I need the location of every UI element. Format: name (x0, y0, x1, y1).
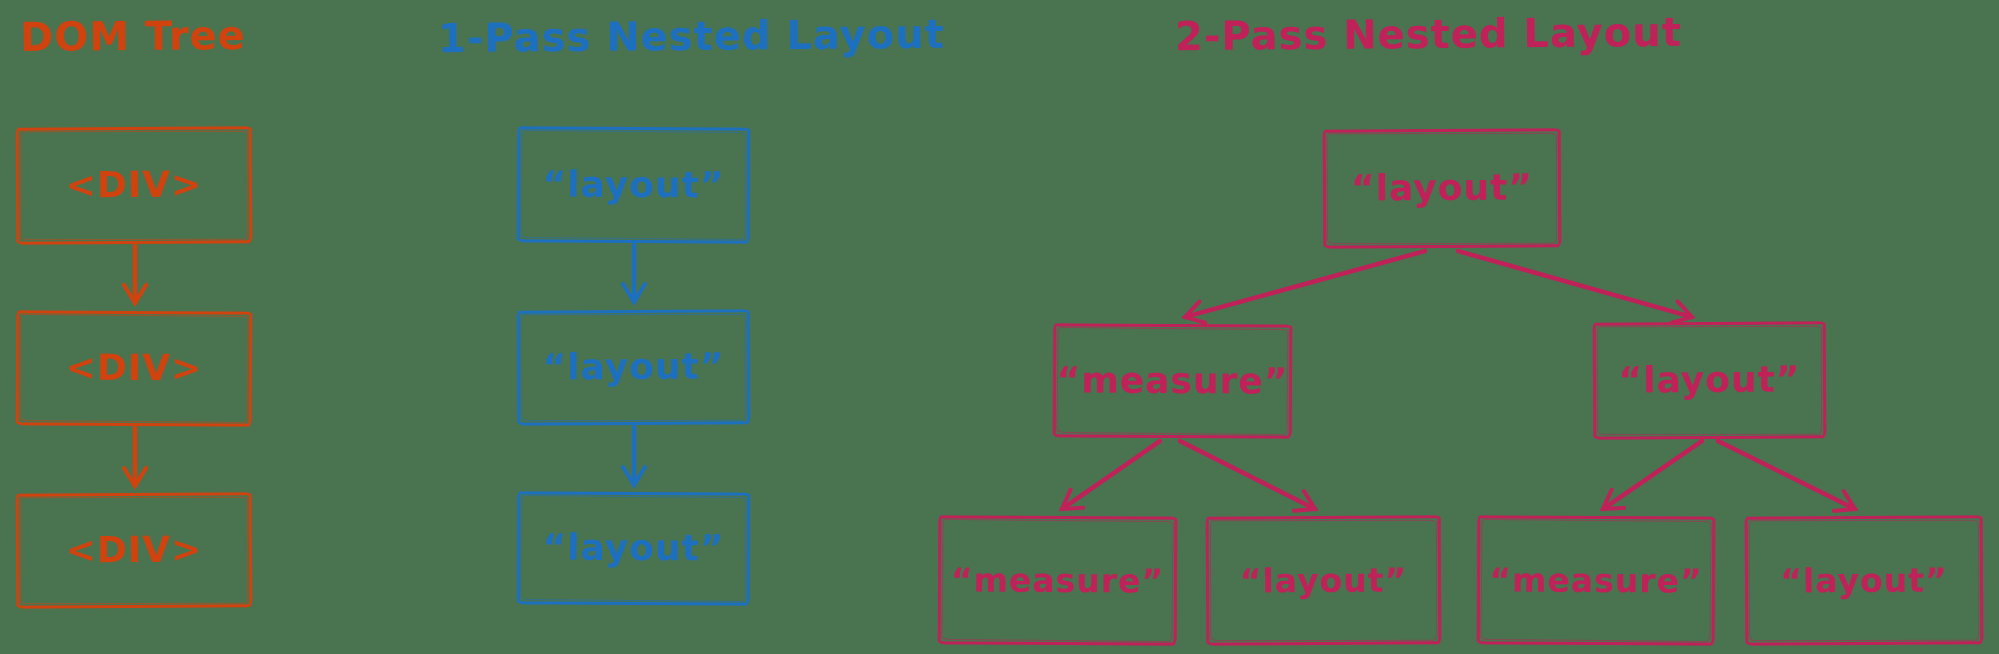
arrow-measure-to-leaf1 (1058, 438, 1163, 512)
section-title-two-pass: 2-Pass Nested Layout (1174, 9, 1683, 61)
twopass-mid-measure-label: “measure” (1056, 359, 1289, 403)
onepass-node-3-label: “layout” (542, 527, 725, 570)
dom-node-3: <DIV> (15, 492, 253, 609)
twopass-leaf-measure-2: “measure” (1476, 515, 1716, 646)
arrow-root-to-measure (1181, 248, 1428, 325)
onepass-node-1: “layout” (516, 126, 751, 244)
arrow-layout-to-leaf4 (1715, 438, 1859, 513)
twopass-root-label: “layout” (1350, 167, 1534, 210)
section-title-one-pass: 1-Pass Nested Layout (437, 11, 946, 63)
onepass-node-2: “layout” (516, 309, 751, 426)
twopass-leaf-measure-1-label: “measure” (950, 560, 1165, 601)
twopass-mid-measure: “measure” (1052, 323, 1293, 439)
dom-node-1: <DIV> (15, 126, 253, 245)
dom-node-3-label: <DIV> (65, 529, 203, 572)
twopass-root: “layout” (1322, 128, 1562, 249)
arrow-measure-to-leaf2 (1177, 438, 1319, 513)
twopass-leaf-layout-2-label: “layout” (1780, 560, 1948, 601)
dom-node-2: <DIV> (15, 310, 253, 427)
dom-node-2-label: <DIV> (65, 347, 203, 390)
arrow-root-to-layout (1455, 248, 1696, 325)
twopass-leaf-layout-1-label: “layout” (1239, 560, 1408, 601)
onepass-node-3: “layout” (516, 491, 751, 606)
twopass-mid-layout: “layout” (1592, 321, 1827, 440)
twopass-leaf-layout-1: “layout” (1205, 515, 1442, 646)
twopass-mid-layout-label: “layout” (1618, 359, 1801, 402)
twopass-leaf-measure-1: “measure” (937, 515, 1178, 646)
arrow-layout-to-leaf3 (1599, 438, 1705, 512)
onepass-node-2-label: “layout” (542, 346, 725, 389)
onepass-node-1-label: “layout” (542, 164, 725, 206)
twopass-leaf-layout-2: “layout” (1744, 515, 1984, 646)
section-title-dom-tree: DOM Tree (19, 13, 247, 61)
dom-node-1-label: <DIV> (65, 164, 203, 207)
twopass-leaf-measure-2-label: “measure” (1489, 560, 1703, 601)
